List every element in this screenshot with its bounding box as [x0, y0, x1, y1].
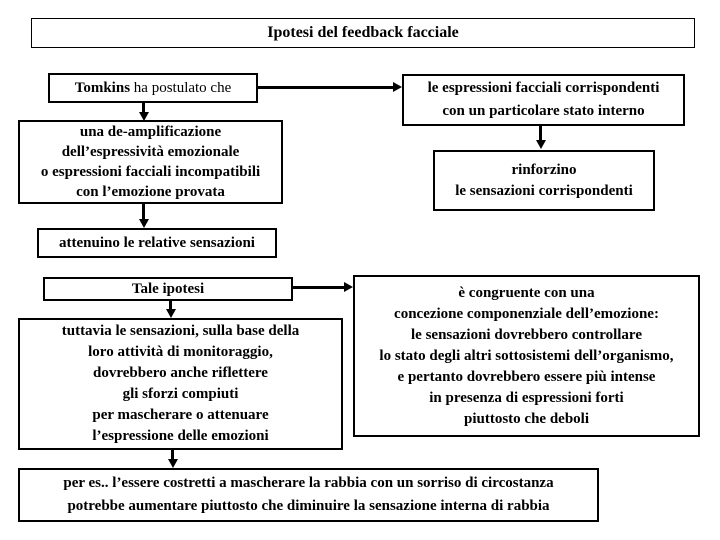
congruent-line: e pertanto dovrebbero essere più intense [397, 368, 656, 385]
deamplification-line: dell’espressività emozionale [61, 144, 240, 160]
arrow-deamplification-to-attenuate-line [142, 204, 145, 220]
expressions-line: con un particolare stato interno [442, 103, 645, 119]
congruent-line: in presenza di espressioni forti [429, 389, 624, 406]
reinforce-box: rinforzino le sensazioni corrispondenti [433, 150, 655, 211]
example-line: per es.. l’essere costretti a mascherare… [63, 475, 554, 491]
attenuate-line: attenuino le relative sensazioni [59, 235, 255, 251]
arrow-hypothesis-to-however-line [169, 301, 172, 310]
reinforce-line: rinforzino [511, 161, 577, 178]
expressions-line: le espressioni facciali corrispondenti [427, 80, 660, 96]
deamplification-line: o espressioni facciali incompatibili [40, 164, 261, 180]
congruent-line: piuttosto che deboli [463, 410, 589, 427]
arrow-however-to-example-head [168, 459, 178, 468]
arrow-expressions-to-reinforce-head [536, 140, 546, 149]
tomkins-rest: ha postulato che [130, 80, 232, 96]
hypothesis-label: Tale ipotesi [131, 281, 205, 297]
arrow-tomkins-to-deamplification-line [142, 103, 145, 113]
reinforce-line: le sensazioni corrispondenti [455, 182, 633, 199]
arrow-however-to-example-line [171, 450, 174, 460]
congruent-box: è congruente con una concezione componen… [353, 275, 700, 437]
however-line: l’espressione delle emozioni [92, 428, 269, 444]
congruent-line: concezione componenziale dell’emozione: [394, 305, 659, 322]
expressions-box: le espressioni facciali corrispondenti c… [402, 74, 685, 126]
slide-title: Ipotesi del feedback facciale [267, 24, 459, 41]
however-line: loro attività di monitoraggio, [88, 344, 273, 360]
however-line: gli sforzi compiuti [122, 386, 239, 402]
title-box: Ipotesi del feedback facciale [31, 18, 695, 48]
however-line: tuttavia le sensazioni, sulla base della [61, 323, 300, 339]
example-box: per es.. l’essere costretti a mascherare… [18, 468, 599, 522]
however-box: tuttavia le sensazioni, sulla base della… [18, 318, 343, 450]
arrow-hypothesis-to-however-head [166, 309, 176, 318]
attenuate-box: attenuino le relative sensazioni [37, 228, 277, 258]
however-line: per mascherare o attenuare [92, 407, 269, 423]
arrow-hypothesis-to-congruent-line [293, 286, 344, 289]
congruent-line: lo stato degli altri sottosistemi dell’o… [379, 347, 674, 364]
hypothesis-box: Tale ipotesi [43, 277, 293, 301]
however-line: dovrebbero anche riflettere [93, 365, 268, 381]
congruent-line: è congruente con una [458, 284, 595, 301]
example-line: potrebbe aumentare piuttosto che diminui… [67, 498, 550, 514]
deamplification-line: con l’emozione provata [76, 184, 225, 200]
arrow-tomkins-to-deamplification-head [139, 112, 149, 121]
arrow-tomkins-to-expressions-head [393, 82, 402, 92]
arrow-hypothesis-to-congruent-head [344, 282, 353, 292]
arrow-expressions-to-reinforce-line [539, 126, 542, 141]
deamplification-line: una de-amplificazione [79, 124, 222, 140]
arrow-deamplification-to-attenuate-head [139, 219, 149, 228]
tomkins-box: Tomkins ha postulato che [48, 73, 258, 103]
tomkins-name: Tomkins [74, 80, 131, 96]
congruent-line: le sensazioni dovrebbero controllare [411, 326, 642, 343]
deamplification-box: una de-amplificazione dell’espressività … [18, 120, 283, 204]
arrow-tomkins-to-expressions-line [258, 86, 394, 89]
